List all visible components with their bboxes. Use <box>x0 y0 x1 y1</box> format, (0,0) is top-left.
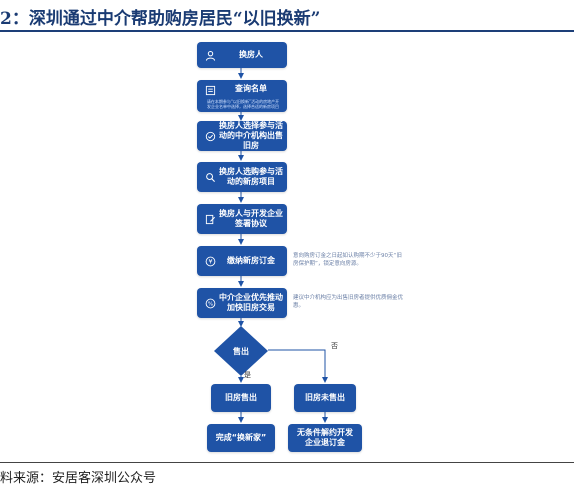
no-outcome-box: 无条件解约开发企业退订金 <box>288 424 362 452</box>
source-note: 料来源：安居客深圳公众号 <box>0 471 157 486</box>
step-label: 中介企业优先推动加快旧房交易 <box>219 293 283 312</box>
step-sign-agreement: 换房人与开发企业签署协议 <box>197 204 287 234</box>
step-check-list: 查询名单 请在本期参与“以旧换新”活动的房地产开发企业名单中选择，选择合适的新房… <box>197 80 287 112</box>
step-detail: 请在本期参与“以旧换新”活动的房地产开发企业名单中选择，选择合适的新房项目 <box>206 99 280 109</box>
decision-label: 售出 <box>232 346 249 356</box>
note-deposit: 意向购房订金之日起如认购期不少于90天“旧房保护期”，锁定意向房源。 <box>293 253 402 267</box>
no-outcome-label: 无条件解约开发企业退订金 <box>297 428 353 447</box>
no-result-label: 旧房未售出 <box>305 393 345 402</box>
decision-diamond <box>214 326 268 376</box>
step-exchanger: 换房人 <box>197 42 287 68</box>
user-icon <box>203 48 217 62</box>
yuan-icon: ¥ <box>203 254 217 268</box>
step-label: 换房人选择参与活动的中介机构出售旧房 <box>219 121 283 150</box>
svg-text:%: % <box>207 301 212 307</box>
no-result-box: 旧房未售出 <box>294 384 356 412</box>
step-label: 换房人与开发企业签署协议 <box>219 209 283 228</box>
figure-title: 2：深圳通过中介帮助购房居民“以旧换新” <box>0 9 321 29</box>
yes-result-label: 旧房售出 <box>225 393 257 402</box>
list-icon <box>203 83 217 97</box>
step-label: 换房人选购参与活动的新房项目 <box>219 167 283 186</box>
step-choose-agency: 换房人选择参与活动的中介机构出售旧房 <box>197 121 287 151</box>
no-connector <box>268 349 328 383</box>
step-pay-deposit: ¥ 缴纳新房订金 <box>197 246 287 276</box>
step-choose-project: 换房人选购参与活动的新房项目 <box>197 162 287 192</box>
sign-icon <box>203 212 217 226</box>
step-label: 查询名单 <box>235 84 267 93</box>
yes-outcome-box: 完成“换新家” <box>207 424 275 452</box>
percent-icon: % <box>203 296 217 310</box>
title-rule <box>0 30 574 32</box>
no-label: 否 <box>331 342 338 350</box>
step-label: 缴纳新房订金 <box>227 256 275 265</box>
yes-label: 是 <box>244 371 251 379</box>
search-icon <box>203 170 217 184</box>
step-agency-priority: % 中介企业优先推动加快旧房交易 <box>197 288 287 318</box>
svg-text:¥: ¥ <box>208 257 212 265</box>
yes-result-box: 旧房售出 <box>211 384 271 412</box>
yes-outcome-label: 完成“换新家” <box>215 433 267 442</box>
note-agency: 建议中介机构应为出售旧房者提供优质佣金优惠。 <box>293 295 404 309</box>
check-icon <box>203 129 217 143</box>
source-rule <box>0 462 574 463</box>
step-label: 换房人 <box>239 50 263 59</box>
